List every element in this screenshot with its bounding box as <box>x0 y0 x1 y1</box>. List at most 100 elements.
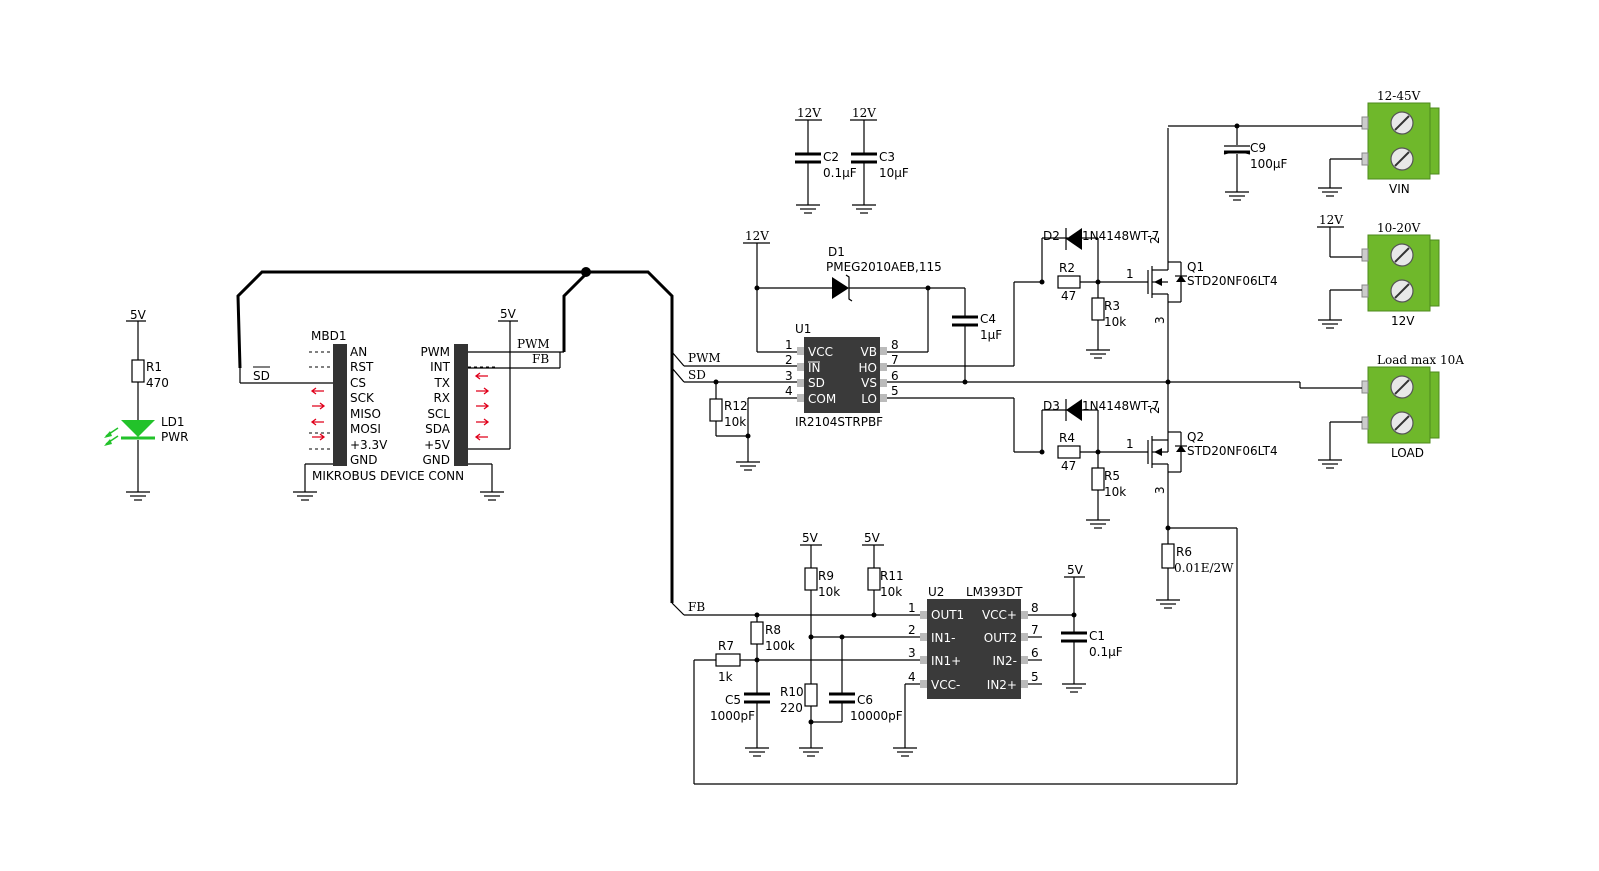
d2-diode <box>1066 228 1082 250</box>
mikrobus-pin-rx: RX <box>433 391 450 405</box>
mikrobus-pin-3v3: +3.3V <box>350 438 388 452</box>
r11-resistor <box>867 567 881 591</box>
u2-pin-vcc-plus: VCC+ <box>982 608 1017 622</box>
q2-source-pin: 3 <box>1153 486 1167 494</box>
ld1-label: PWR <box>161 430 188 444</box>
u2-pin-out2: OUT2 <box>984 631 1017 645</box>
d1-part: PMEG2010AEB,115 <box>826 260 942 274</box>
high-side-mosfet: D2 1N4148WT-7 R2 47 R3 10k 1 Q1 STD20NF0… <box>1014 128 1278 452</box>
u2-num-6: 6 <box>1031 646 1039 660</box>
u1-pin-vb: VB <box>861 345 877 359</box>
u2-num-7: 7 <box>1031 623 1039 637</box>
r6-ref: R6 <box>1176 545 1192 559</box>
u2-num-1: 1 <box>908 601 916 615</box>
load-terminal <box>1361 366 1440 444</box>
u1-pin-ho: HO <box>859 361 877 375</box>
r1-resistor <box>131 359 145 383</box>
u2-ref: U2 <box>928 585 944 599</box>
t12-terminal-label: 12V <box>1391 314 1415 328</box>
mikrobus-right-pins: PWM INT TX RX SCL SDA +5V GND <box>421 345 451 467</box>
load-terminal-label: LOAD <box>1391 446 1424 460</box>
c3-ref: C3 <box>879 150 895 164</box>
u2-pin-in1-plus: IN1+ <box>931 654 961 668</box>
mikrobus-net-sd: SD <box>253 369 270 383</box>
u2-pin-in2-plus: IN2+ <box>987 678 1017 692</box>
r7-resistor <box>715 653 741 667</box>
u1-net-pwm: PWM <box>688 351 721 365</box>
r5-ref: R5 <box>1104 469 1120 483</box>
t12-terminal-rating: 10-20V <box>1377 221 1421 235</box>
r3-value: 10k <box>1104 315 1126 329</box>
u2-pin-in1-minus: IN1- <box>931 631 955 645</box>
r3-ref: R3 <box>1104 299 1120 313</box>
r9-net-label: 5V <box>802 531 819 545</box>
c6-ref: C6 <box>857 693 873 707</box>
c3-net-label: 12V <box>852 106 876 120</box>
load-terminal-rating: Load max 10A <box>1377 353 1464 367</box>
mbd1-ref: MBD1 <box>311 329 346 343</box>
u1-body <box>804 337 880 413</box>
r2-value: 47 <box>1061 289 1076 303</box>
r6-value: 0.01E/2W <box>1174 561 1234 575</box>
q2-drain-pin: 2 <box>1148 406 1162 414</box>
mikrobus-5v-label: 5V <box>500 307 517 321</box>
c1-value: 0.1µF <box>1089 645 1123 659</box>
vin-terminal-label: VIN <box>1389 182 1410 196</box>
u2-num-3: 3 <box>908 646 916 660</box>
net-label-5v: 5V <box>130 308 147 322</box>
vin-terminal <box>1361 102 1440 180</box>
u1-num-4: 4 <box>785 384 793 398</box>
c4-value: 1µF <box>980 328 1002 342</box>
c6-value: 10000pF <box>850 709 903 723</box>
u2-num-5: 5 <box>1031 670 1039 684</box>
u1-pin-sd: SD <box>808 376 825 390</box>
u2-num-4: 4 <box>908 670 916 684</box>
r4-value: 47 <box>1061 459 1076 473</box>
r5-resistor <box>1091 467 1105 491</box>
c3-value: 10µF <box>879 166 909 180</box>
r9-value: 10k <box>818 585 840 599</box>
r1-value: 470 <box>146 376 169 390</box>
u2-num-8: 8 <box>1031 601 1039 615</box>
mikrobus-pin-int: INT <box>430 360 451 374</box>
r6-resistor <box>1161 543 1175 569</box>
c5-value: 1000pF <box>710 709 755 723</box>
r2-resistor <box>1057 275 1081 289</box>
u2-num-2: 2 <box>908 623 916 637</box>
mikrobus-pin-an: AN <box>350 345 367 359</box>
u2-pin-out1: OUT1 <box>931 608 964 622</box>
q1-source-pin: 3 <box>1153 316 1167 324</box>
c9-value: 100µF <box>1250 157 1288 171</box>
mikrobus-pin-scl: SCL <box>427 407 450 421</box>
r11-value: 10k <box>880 585 902 599</box>
mikrobus-pin-cs: CS <box>350 376 366 390</box>
u2-part: LM393DT <box>966 585 1023 599</box>
t12-terminal <box>1361 234 1440 312</box>
d2-part: 1N4148WT-7 <box>1082 229 1159 243</box>
u1-num-3: 3 <box>785 369 793 383</box>
led-ld1 <box>121 420 155 437</box>
q1-gate-pin: 1 <box>1126 267 1134 281</box>
r11-ref: R11 <box>880 569 904 583</box>
mikrobus-pin-gnd-left: GND <box>350 453 378 467</box>
r12-value: 10k <box>724 415 746 429</box>
t12-net-label: 12V <box>1319 213 1343 227</box>
mikrobus-pin-rst: RST <box>350 360 374 374</box>
c5-ref: C5 <box>725 693 741 707</box>
gate-driver-u1: 12V D1 PMEG2010AEB,115 C4 1µF U1 <box>671 229 1300 471</box>
q2-ref: Q2 <box>1187 430 1204 444</box>
u1-part: IR2104STRPBF <box>795 415 883 429</box>
r8-ref: R8 <box>765 623 781 637</box>
ld1-ref: LD1 <box>161 415 185 429</box>
mikrobus-net-fb: FB <box>532 352 549 366</box>
u1-pin-vs: VS <box>861 376 877 390</box>
q1-drain-pin: 2 <box>1148 236 1162 244</box>
terminal-blocks: 12-45V VIN C9 100µF 10-20V 12V 12V Load … <box>1168 89 1464 469</box>
r12-ref: R12 <box>724 399 748 413</box>
u2-body <box>927 599 1021 699</box>
u1-12v-label: 12V <box>745 229 769 243</box>
u1-num-5: 5 <box>891 384 899 398</box>
bus-lines <box>236 267 674 603</box>
c4-ref: C4 <box>980 312 996 326</box>
mikrobus-pin-miso: MISO <box>350 407 381 421</box>
